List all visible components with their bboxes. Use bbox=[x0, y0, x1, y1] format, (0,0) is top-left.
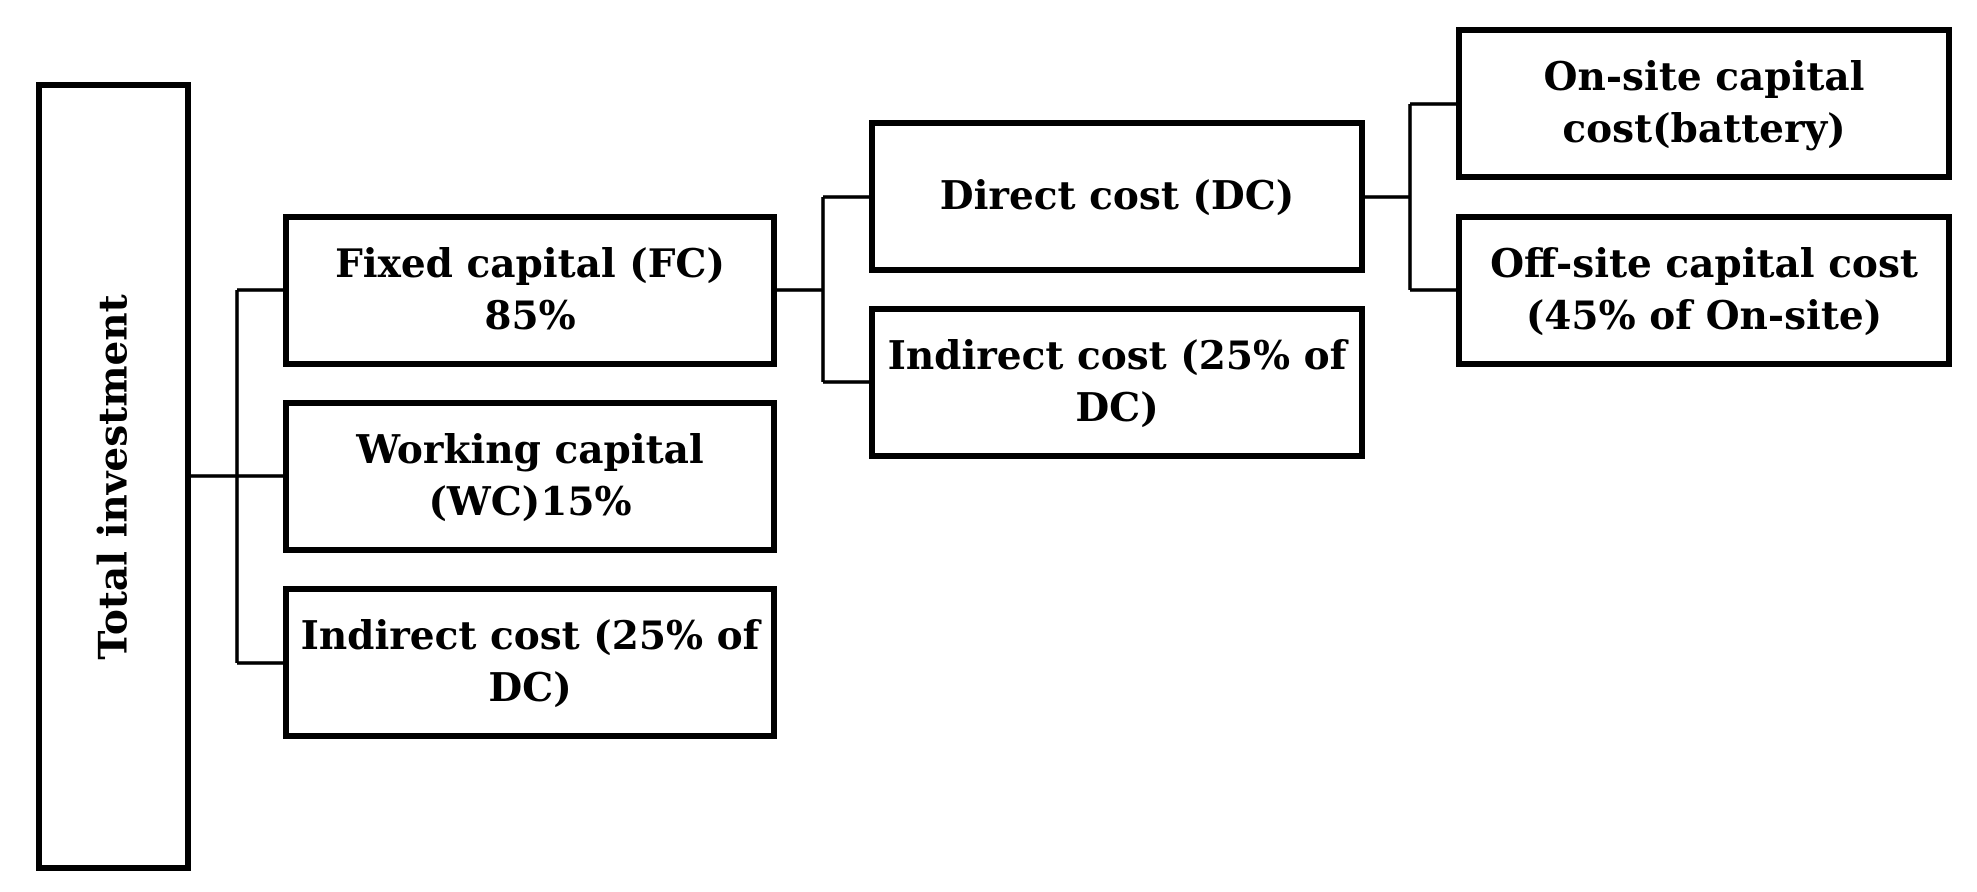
total-investment-box: Total investment bbox=[36, 82, 191, 871]
working-capital-box: Working capital (WC)15% bbox=[283, 400, 777, 553]
fixed-capital-box: Fixed capital (FC) 85% bbox=[283, 214, 777, 367]
indirect-cost-dc-box: Indirect cost (25% of DC) bbox=[869, 306, 1365, 459]
direct-cost-label: Direct cost (DC) bbox=[939, 172, 1295, 219]
indirect-cost-box: Indirect cost (25% of DC) bbox=[283, 586, 777, 739]
onsite-capital-cost-box: On-site capital cost(battery) bbox=[1456, 27, 1952, 180]
indirect-cost-label: Indirect cost (25% of DC) bbox=[300, 613, 760, 711]
fixed-capital-label: Fixed capital (FC) 85% bbox=[335, 241, 725, 339]
total-investment-label: Total investment bbox=[89, 293, 136, 660]
offsite-capital-cost-box: Off-site capital cost (45% of On-site) bbox=[1456, 214, 1952, 367]
onsite-capital-cost-label: On-site capital cost(battery) bbox=[1543, 54, 1865, 152]
offsite-capital-cost-label: Off-site capital cost (45% of On-site) bbox=[1490, 241, 1918, 339]
direct-cost-box: Direct cost (DC) bbox=[869, 120, 1365, 273]
indirect-cost-dc-label: Indirect cost (25% of DC) bbox=[887, 333, 1347, 431]
working-capital-label: Working capital (WC)15% bbox=[356, 427, 704, 525]
